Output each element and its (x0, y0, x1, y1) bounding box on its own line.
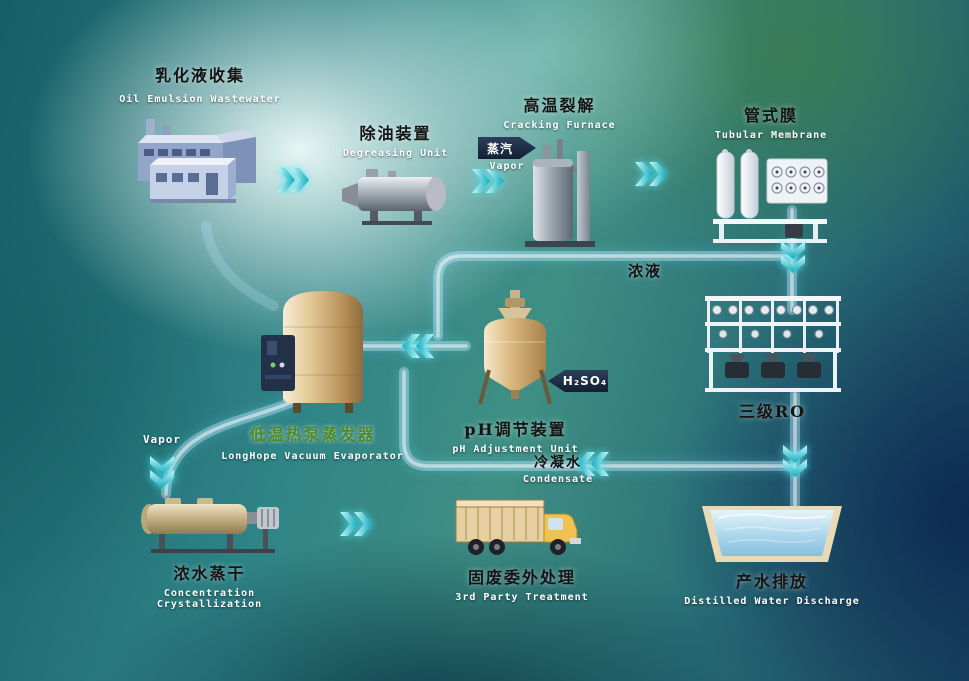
steam-label-en-wrap: Vapor (478, 161, 536, 172)
node-ph-unit: pH调节装置 pH Adjustment Unit (452, 290, 578, 455)
ro-label-zh: 三级RO (738, 402, 807, 421)
arrow-dryer-to-truck (339, 511, 373, 537)
membrane-label-en: Tubular Membrane (714, 130, 828, 141)
ph-unit-label-zh: pH调节装置 (464, 420, 567, 439)
pool-label-en: Distilled Water Discharge (684, 596, 860, 607)
three-stage-ro-icon (704, 296, 841, 392)
vapor-to-dryer-label-wrap: Vapor (132, 433, 192, 446)
tubular-membrane-icon (712, 149, 827, 243)
node-membrane: 管式膜 Tubular Membrane (706, 102, 836, 245)
steam-label-zh: 蒸汽 (486, 141, 513, 156)
furnace-label-en: Cracking Furnace (503, 120, 616, 131)
arrow-ph-to-evaporator (401, 333, 435, 359)
h2so4-arrow-tag: H₂SO₄ (548, 370, 608, 392)
furnace-label-zh: 高温裂解 (523, 96, 596, 115)
truck-label-zh: 固废委外处理 (467, 568, 576, 587)
factory-label-en: Oil Emulsion Wastewater (119, 94, 281, 105)
cracking-furnace-icon (525, 139, 595, 247)
factory-building-icon (137, 119, 256, 203)
membrane-label-zh: 管式膜 (743, 106, 798, 125)
node-pool: 产水排放 Distilled Water Discharge (684, 504, 859, 607)
condensate-label-en: Condensate (522, 474, 594, 485)
degreaser-label-en: Degreasing Unit (342, 148, 449, 159)
condensate-label-zh: 冷凝水 (534, 455, 582, 471)
factory-label-zh: 乳化液收集 (154, 66, 245, 85)
degreaser-label-zh: 除油装置 (359, 124, 432, 143)
node-truck: 固废委外处理 3rd Party Treatment (448, 496, 596, 603)
vapor-to-dryer-label: Vapor (142, 433, 182, 446)
node-degreaser: 除油装置 Degreasing Unit (318, 120, 473, 227)
condensate-label-wrap: 冷凝水 Condensate (514, 452, 602, 485)
dryer-label-en-line1: Concentration (163, 588, 256, 599)
dryer-label-zh: 浓水蒸干 (173, 564, 246, 583)
arrow-membrane-to-ro (780, 240, 806, 274)
screw-dryer-icon (140, 498, 279, 553)
node-factory: 乳化液收集 Oil Emulsion Wastewater (105, 62, 295, 209)
evaporator-label-en: LongHope Vacuum Evaporator (221, 451, 404, 462)
node-evaporator: 低温热泵蒸发器 LongHope Vacuum Evaporator (221, 283, 403, 462)
arrow-factory-to-degreaser (276, 167, 310, 193)
evaporator-label-zh: 低温热泵蒸发器 (249, 425, 376, 444)
h2so4-label: H₂SO₄ (562, 374, 608, 388)
pool-label-zh: 产水排放 (735, 572, 808, 591)
steam-arrow-tag: 蒸汽 (478, 137, 536, 159)
node-furnace: 高温裂解 Cracking Furnace (502, 92, 617, 249)
truck-icon (455, 499, 581, 555)
node-dryer: 浓水蒸干 Concentration Crystallization (132, 492, 287, 610)
dryer-label-en-line2: Crystallization (156, 599, 263, 610)
arrow-furnace-to-membrane (634, 161, 668, 187)
discharge-pool-icon (702, 506, 842, 562)
steam-label-en: Vapor (489, 161, 525, 172)
concentrate-label-wrap: 浓液 (615, 260, 675, 281)
arrow-ro-to-pool (782, 444, 808, 478)
node-ro: 三级RO (700, 292, 845, 422)
arrow-vapor-to-dryer (149, 455, 175, 489)
vacuum-evaporator-icon (260, 291, 363, 413)
concentrate-label: 浓液 (627, 262, 662, 280)
degreasing-unit-icon (341, 169, 446, 225)
truck-label-en: 3rd Party Treatment (455, 592, 589, 603)
ph-reactor-icon (478, 290, 552, 405)
ph-unit-label-en: pH Adjustment Unit (452, 444, 579, 455)
